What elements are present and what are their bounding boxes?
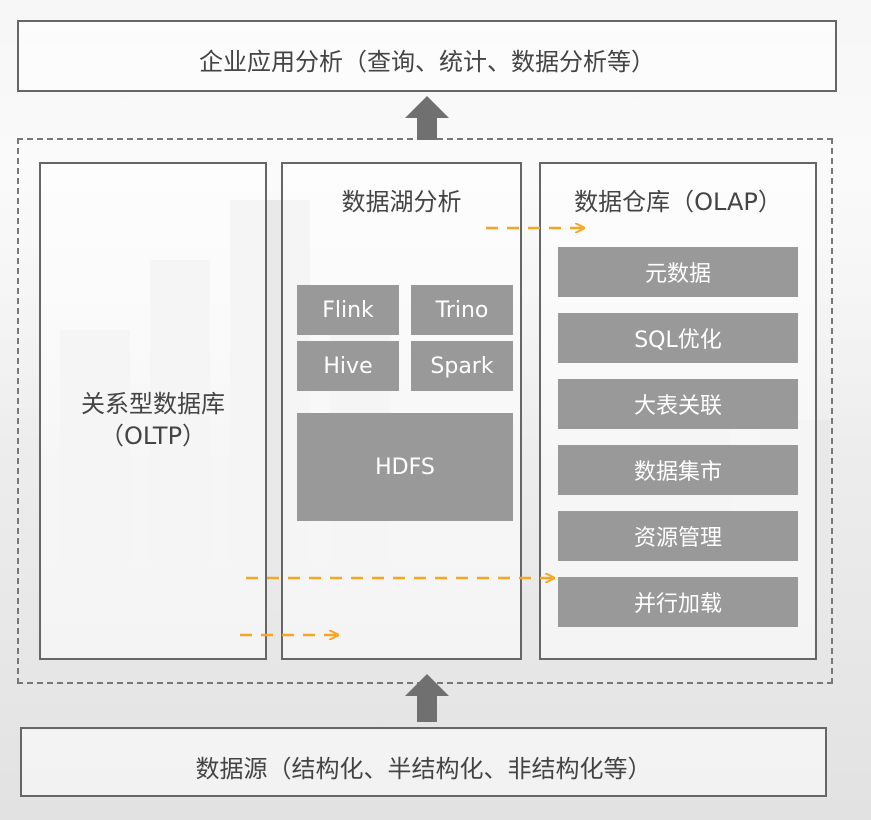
data-source-label: 数据源（结构化、半结构化、非结构化等） — [195, 755, 652, 783]
data-source-box: 数据源（结构化、半结构化、非结构化等） — [20, 727, 827, 797]
warehouse-item-metadata: 元数据 — [558, 247, 798, 297]
engine-flink: Flink — [297, 285, 399, 335]
warehouse-item-large-table-join: 大表关联 — [558, 379, 798, 429]
oltp-title-line1: 关系型数据库 — [81, 390, 225, 418]
engine-trino: Trino — [411, 285, 513, 335]
warehouse-item-parallel-loading: 并行加载 — [558, 577, 798, 627]
warehouse-item-sql-optimization: SQL优化 — [558, 313, 798, 363]
oltp-column: 关系型数据库 （OLTP） — [39, 162, 267, 660]
warehouse-item-data-mart: 数据集市 — [558, 445, 798, 495]
up-arrow-to-enterprise — [405, 96, 449, 140]
engine-spark: Spark — [411, 341, 513, 391]
storage-hdfs: HDFS — [297, 413, 513, 521]
data-warehouse-title: 数据仓库（OLAP） — [574, 188, 782, 216]
warehouse-item-resource-management: 资源管理 — [558, 511, 798, 561]
up-arrow-from-source — [405, 674, 449, 722]
enterprise-analytics-box: 企业应用分析（查询、统计、数据分析等） — [17, 20, 837, 92]
enterprise-analytics-label: 企业应用分析（查询、统计、数据分析等） — [199, 48, 655, 76]
oltp-title-line2: （OLTP） — [99, 422, 207, 450]
data-lake-title: 数据湖分析 — [341, 188, 462, 216]
engine-hive: Hive — [297, 341, 399, 391]
